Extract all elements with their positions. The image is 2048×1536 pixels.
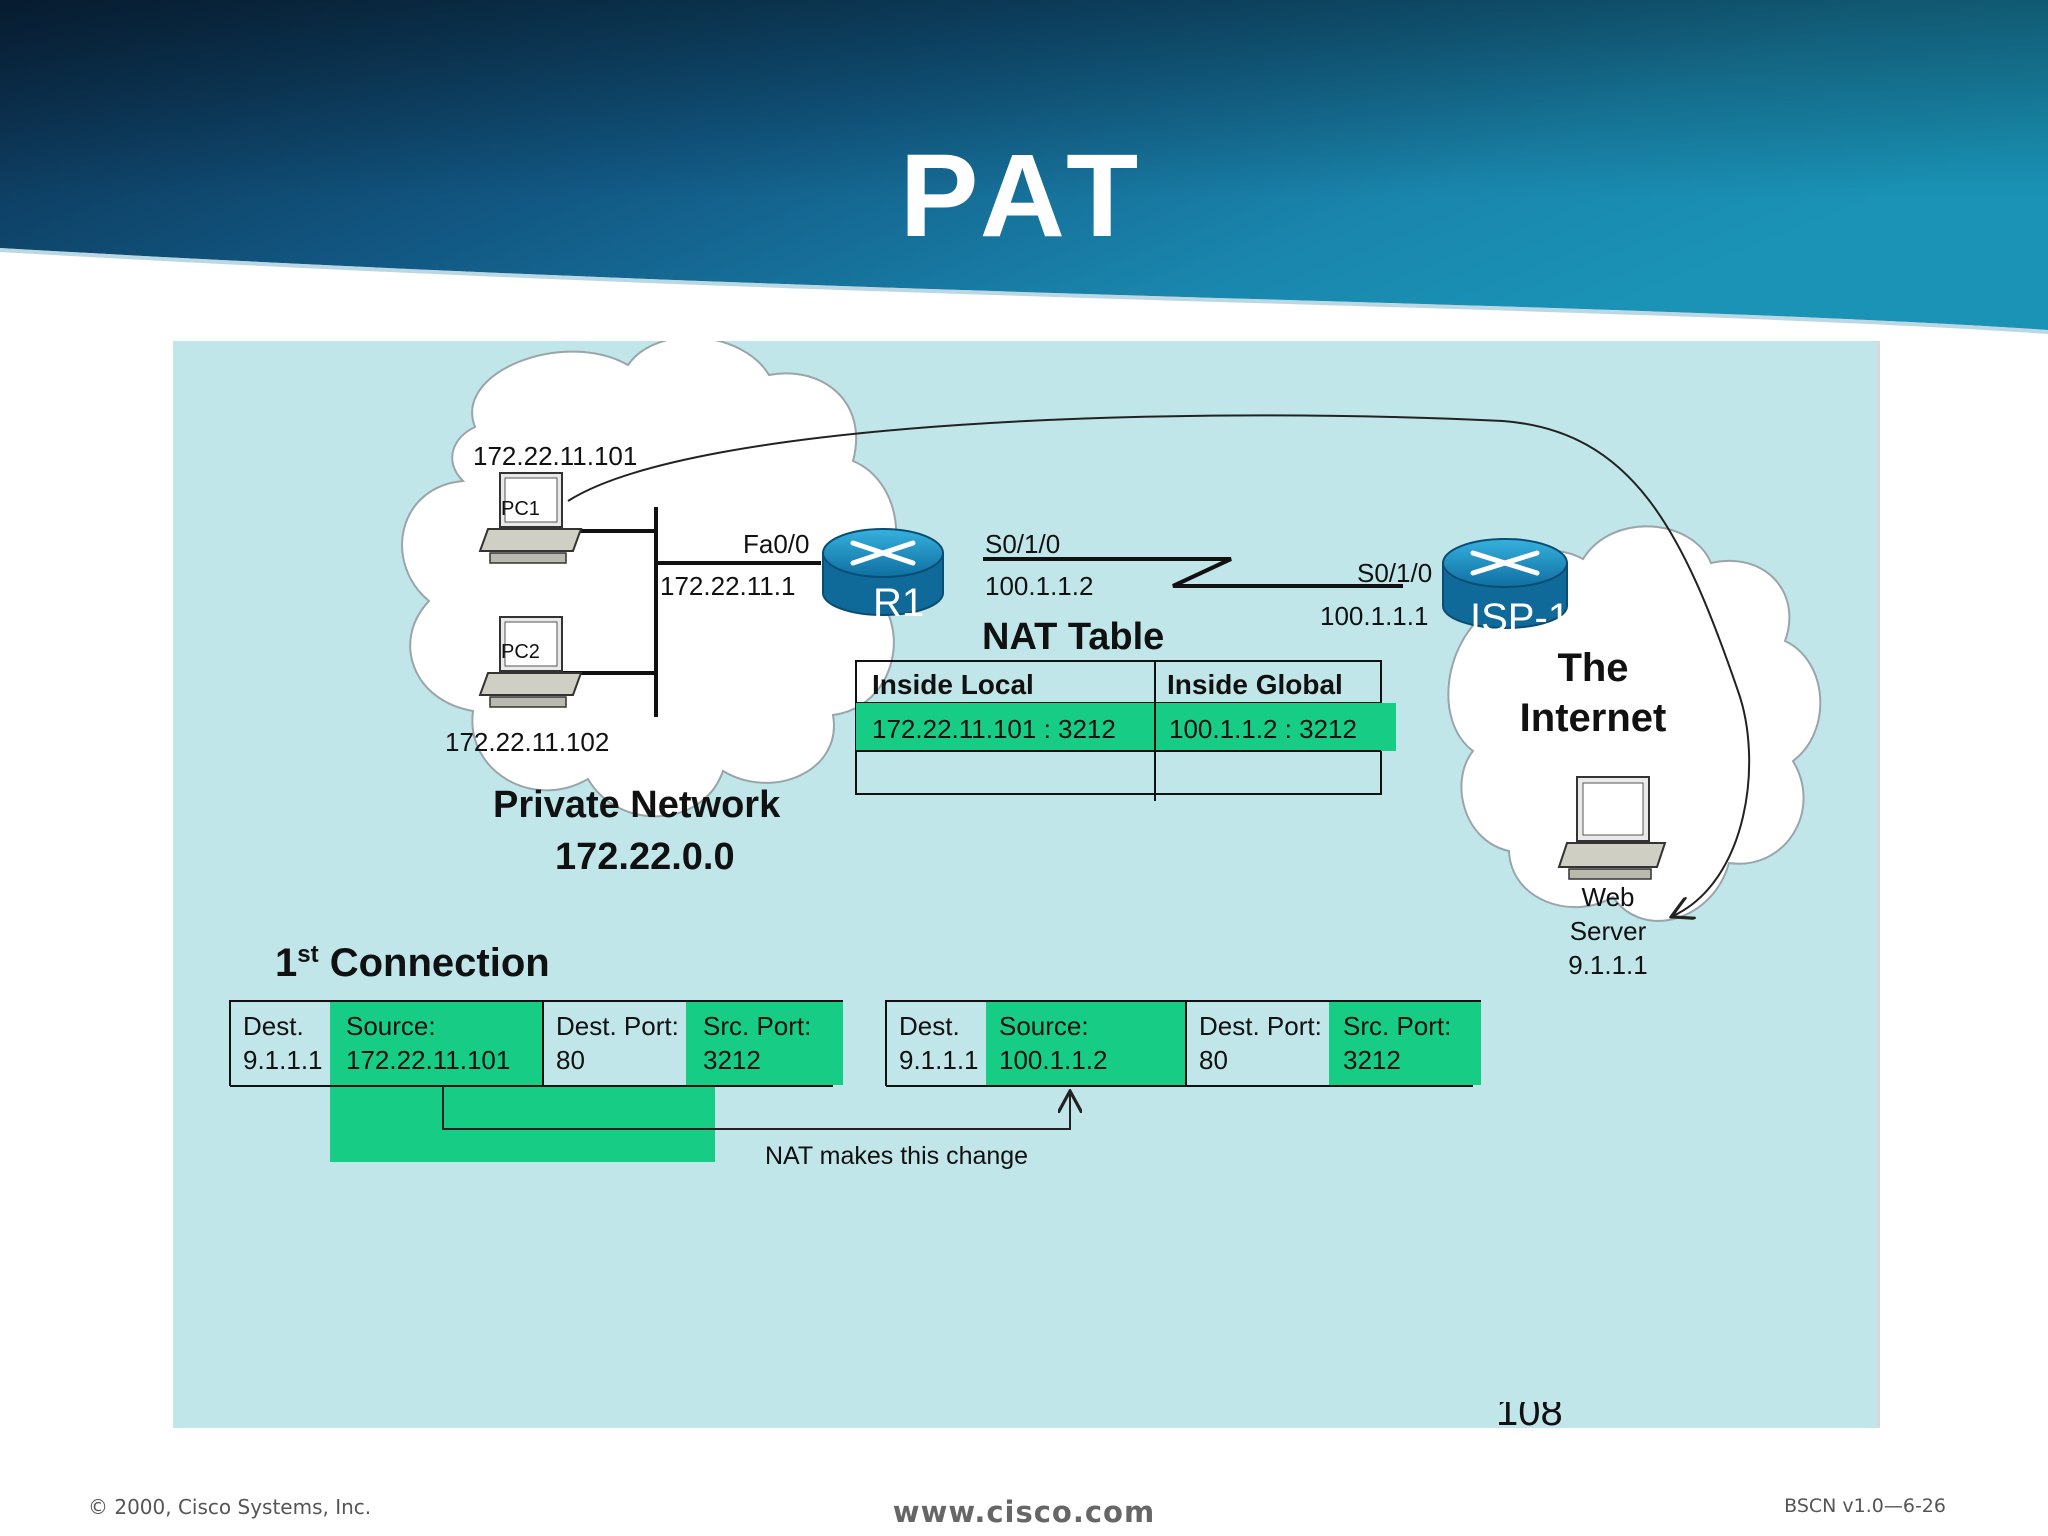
pc1-ip-label: 172.22.11.101 bbox=[473, 441, 637, 471]
after-source-value: 100.1.1.2 bbox=[999, 1045, 1107, 1075]
footer-copyright: © 2000, Cisco Systems, Inc. bbox=[88, 1495, 372, 1519]
nat-table bbox=[855, 660, 1396, 801]
before-sport-value: 3212 bbox=[703, 1045, 761, 1075]
page-number-fragment: 108 bbox=[1496, 1402, 1563, 1434]
footer-code: BSCN v1.0—6-26 bbox=[1784, 1495, 1946, 1517]
pc1-computer-icon bbox=[478, 472, 583, 564]
internet-label-line2: Internet bbox=[1520, 696, 1667, 740]
nat-cell-inside-global: 100.1.1.2 : 3212 bbox=[1169, 714, 1357, 744]
nat-header-inside-global: Inside Global bbox=[1167, 669, 1343, 700]
nat-header-inside-local: Inside Local bbox=[872, 669, 1034, 700]
internet-cloud bbox=[1447, 525, 1822, 922]
nat-table-row-highlight bbox=[856, 703, 1396, 751]
pc1-label: PC1 bbox=[501, 498, 540, 520]
r1-fa-iface-label: Fa0/0 bbox=[743, 529, 810, 559]
network-diagram: 172.22.11.101 PC1 PC2 172.22.11.102 Fa0/… bbox=[229, 341, 1822, 1170]
web-server-ip-label: 9.1.1.1 bbox=[1568, 950, 1648, 980]
pc2-label: PC2 bbox=[501, 641, 540, 663]
after-sport-value: 3212 bbox=[1343, 1045, 1401, 1075]
before-dport-value: 80 bbox=[556, 1045, 585, 1075]
internet-label-line1: The bbox=[1557, 646, 1628, 690]
diagram-panel: 172.22.11.101 PC1 PC2 172.22.11.102 Fa0/… bbox=[173, 341, 1880, 1428]
connection-heading: 1st Connection bbox=[275, 941, 550, 985]
isp-router-icon bbox=[1442, 538, 1568, 629]
web-server-computer-icon bbox=[1557, 776, 1667, 880]
after-source-label: Source: bbox=[999, 1011, 1089, 1041]
traffic-arrow bbox=[567, 414, 1751, 916]
after-dest-value: 9.1.1.1 bbox=[899, 1045, 979, 1075]
title-banner bbox=[0, 0, 2048, 334]
before-dest-value: 9.1.1.1 bbox=[243, 1045, 323, 1075]
nat-change-caption: NAT makes this change bbox=[765, 1142, 1028, 1170]
before-source-value: 172.22.11.101 bbox=[346, 1045, 510, 1075]
slide-title: PAT bbox=[899, 130, 1149, 262]
after-dest-label: Dest. bbox=[899, 1011, 960, 1041]
r1-router-icon bbox=[822, 528, 944, 616]
r1-s-iface-label: S0/1/0 bbox=[985, 529, 1060, 559]
isp-label: ISP-1 bbox=[1470, 596, 1570, 640]
before-dport-label: Dest. Port: bbox=[556, 1011, 679, 1041]
private-network-name: Private Network bbox=[493, 784, 781, 826]
r1-label: R1 bbox=[873, 581, 924, 625]
isp-s-iface-label: S0/1/0 bbox=[1357, 558, 1432, 588]
packet-after-nat bbox=[885, 1000, 1481, 1087]
before-dest-label: Dest. bbox=[243, 1011, 304, 1041]
serial-link bbox=[983, 557, 1403, 588]
r1-fa-ip-label: 172.22.11.1 bbox=[660, 571, 795, 601]
pc2-computer-icon bbox=[478, 616, 583, 708]
before-sport-label: Src. Port: bbox=[703, 1011, 811, 1041]
packet-before-nat bbox=[229, 1000, 845, 1162]
nat-table-title: NAT Table bbox=[982, 616, 1164, 658]
after-dport-value: 80 bbox=[1199, 1045, 1228, 1075]
private-network-address: 172.22.0.0 bbox=[555, 836, 735, 878]
after-dport-label: Dest. Port: bbox=[1199, 1011, 1322, 1041]
before-source-label: Source: bbox=[346, 1011, 436, 1041]
footer-url[interactable]: www.cisco.com bbox=[892, 1495, 1156, 1529]
pc2-ip-label: 172.22.11.102 bbox=[445, 727, 609, 757]
web-server-label-line1: Web bbox=[1582, 882, 1635, 912]
after-sport-label: Src. Port: bbox=[1343, 1011, 1451, 1041]
nat-cell-inside-local: 172.22.11.101 : 3212 bbox=[872, 714, 1116, 744]
r1-s-ip-label: 100.1.1.2 bbox=[985, 571, 1093, 601]
isp-s-ip-label: 100.1.1.1 bbox=[1320, 601, 1428, 631]
web-server-label-line2: Server bbox=[1570, 916, 1647, 946]
nat-change-connector bbox=[442, 1086, 1070, 1130]
